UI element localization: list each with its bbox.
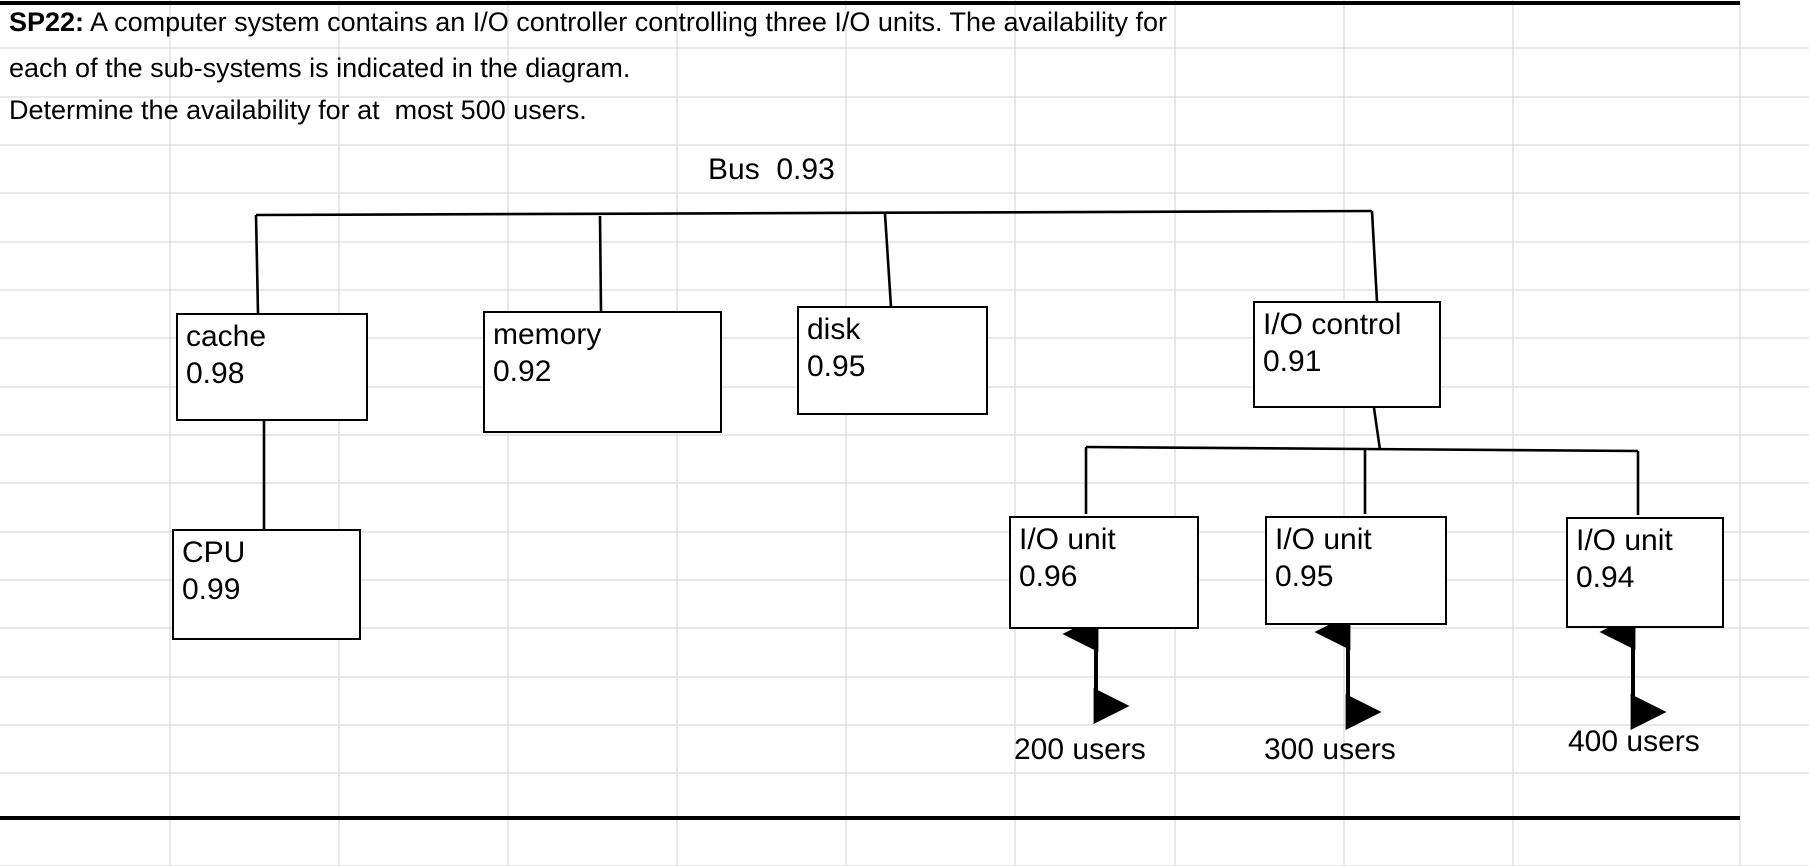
node-io-unit-2-text: I/O unit 0.95 <box>1275 523 1445 594</box>
node-io-unit-3[interactable]: I/O unit 0.94 <box>1566 517 1724 628</box>
problem-line-1-text: A computer system contains an I/O contro… <box>84 7 1168 37</box>
node-io-unit-2[interactable]: I/O unit 0.95 <box>1265 516 1447 625</box>
node-cache-name: cache <box>186 320 267 353</box>
node-io-unit-1[interactable]: I/O unit 0.96 <box>1009 516 1199 629</box>
node-io-control[interactable]: I/O control 0.91 <box>1253 301 1441 408</box>
node-io-control-name: I/O control <box>1263 308 1402 341</box>
node-memory-text: memory 0.92 <box>493 318 720 389</box>
node-memory-name: memory <box>493 318 602 351</box>
node-disk-availability: 0.95 <box>807 350 866 383</box>
node-io-unit-1-availability: 0.96 <box>1019 560 1078 593</box>
node-cache[interactable]: cache 0.98 <box>176 313 368 421</box>
node-io-unit-1-name: I/O unit <box>1019 523 1116 556</box>
bus-label: Bus 0.93 <box>708 153 835 186</box>
thick-rules <box>0 1 1740 820</box>
load-label-3: 400 users <box>1568 725 1700 758</box>
node-disk[interactable]: disk 0.95 <box>797 306 988 415</box>
node-disk-name: disk <box>807 313 861 346</box>
problem-line-2: each of the sub-systems is indicated in … <box>9 53 631 83</box>
node-io-unit-1-text: I/O unit 0.96 <box>1019 523 1197 594</box>
node-io-control-text: I/O control 0.91 <box>1263 308 1439 379</box>
node-memory[interactable]: memory 0.92 <box>483 311 722 433</box>
node-cpu[interactable]: CPU 0.99 <box>172 529 361 640</box>
node-cpu-text: CPU 0.99 <box>182 536 359 607</box>
node-memory-availability: 0.92 <box>493 355 552 388</box>
node-cache-availability: 0.98 <box>186 357 245 390</box>
node-io-unit-3-availability: 0.94 <box>1576 561 1635 594</box>
problem-tag: SP22: <box>9 7 85 37</box>
problem-line-3: Determine the availability for at most 5… <box>9 95 587 125</box>
node-io-unit-3-text: I/O unit 0.94 <box>1576 524 1722 595</box>
node-disk-text: disk 0.95 <box>807 313 986 384</box>
load-label-2: 300 users <box>1264 733 1396 766</box>
node-io-unit-3-name: I/O unit <box>1576 524 1673 557</box>
node-io-unit-2-availability: 0.95 <box>1275 560 1334 593</box>
problem-line-1: SP22: A computer system contains an I/O … <box>9 9 1167 36</box>
node-cpu-availability: 0.99 <box>182 573 241 606</box>
node-cache-text: cache 0.98 <box>186 320 366 391</box>
load-label-1: 200 users <box>1014 733 1146 766</box>
node-cpu-name: CPU <box>182 536 246 569</box>
node-io-control-availability: 0.91 <box>1263 345 1322 378</box>
node-io-unit-2-name: I/O unit <box>1275 523 1372 556</box>
